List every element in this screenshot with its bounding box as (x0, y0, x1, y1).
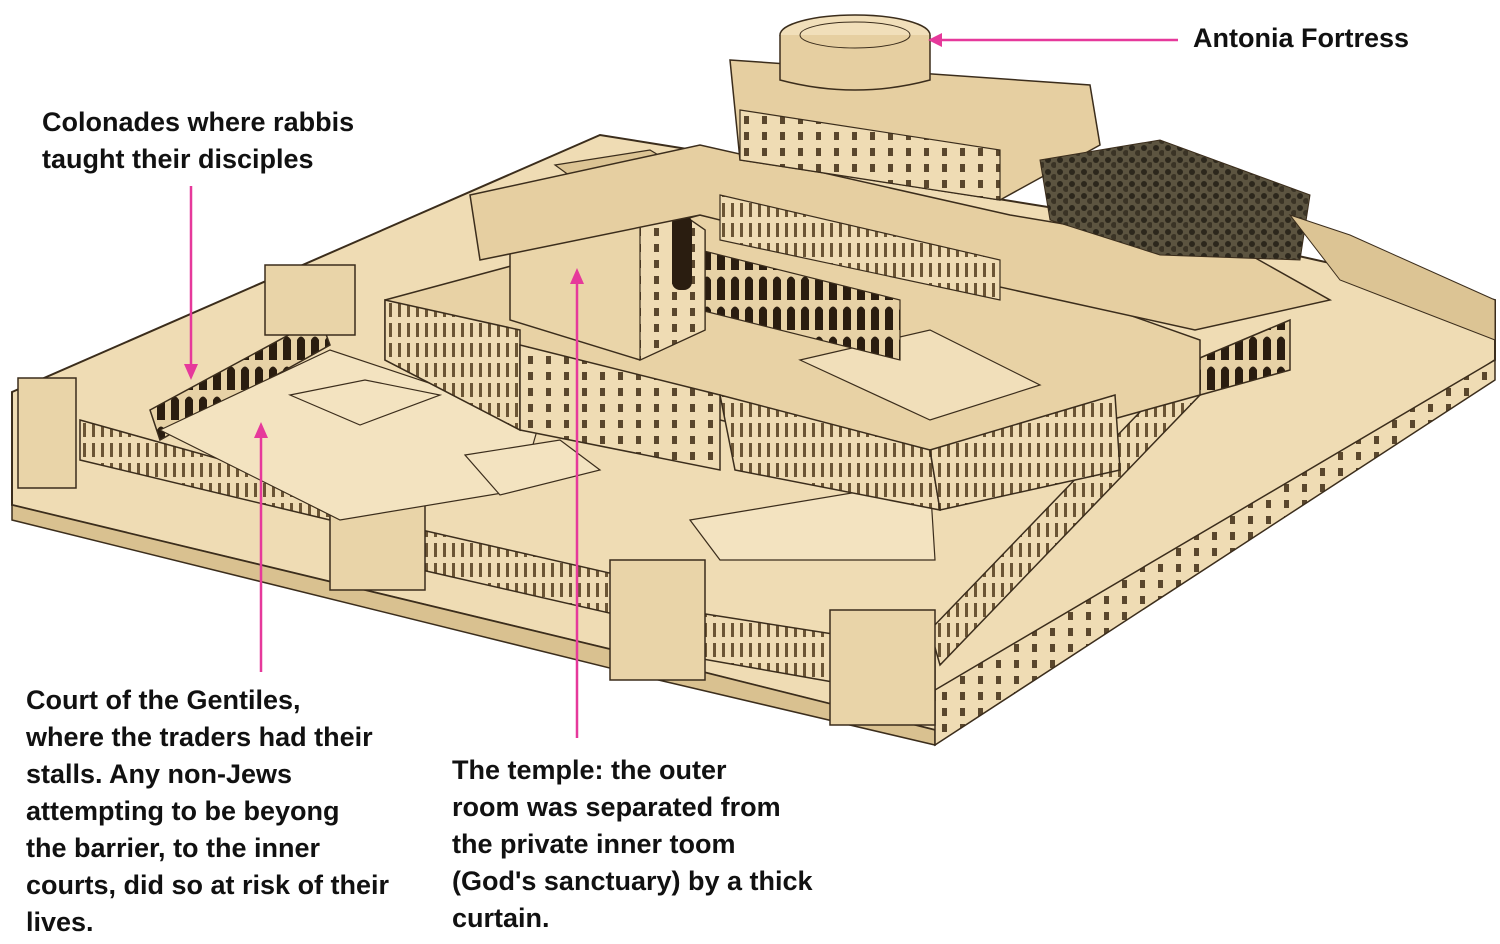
colonnades-label-line: Colonades where rabbis (42, 107, 355, 137)
colonnade-arrowhead (184, 364, 198, 380)
court-of-gentiles-label: Court of the Gentiles, where the traders… (26, 682, 389, 941)
gentiles-label-line: Court of the Gentiles, (26, 685, 301, 715)
gentiles-label-line: the barrier, to the inner (26, 833, 321, 863)
temple-label-line: room was separated from (452, 792, 781, 822)
temple-label-line: (God's sanctuary) by a thick (452, 866, 813, 896)
north-portico (469, 144, 1333, 331)
temple-label-line: curtain. (452, 903, 550, 933)
colonnades-label: Colonades where rabbis taught their disc… (42, 104, 354, 178)
colonnades-label-line: taught their disciples (42, 144, 314, 174)
antonia-fortress (729, 14, 1496, 341)
gentiles-arrowhead (254, 422, 268, 438)
gentiles-label-line: courts, did so at risk of their (26, 870, 390, 900)
antonia-label-line: Antonia Fortress (1193, 23, 1410, 53)
pointer-lines (184, 33, 1178, 738)
court-of-gentiles (158, 349, 936, 561)
temple-label-line: the private inner toom (452, 829, 736, 859)
gentiles-label-line: lives. (26, 907, 94, 937)
antonia-arrowhead (928, 33, 942, 47)
gentiles-label-line: where the traders had their (26, 722, 373, 752)
temple-label-line: The temple: the outer (452, 755, 727, 785)
gentiles-label-line: attempting to be beyong (26, 796, 340, 826)
antonia-fortress-label: Antonia Fortress (1193, 20, 1409, 57)
temple-label: The temple: the outer room was separated… (452, 752, 813, 937)
gentiles-label-line: stalls. Any non-Jews (26, 759, 293, 789)
temple-arrowhead (570, 268, 584, 284)
